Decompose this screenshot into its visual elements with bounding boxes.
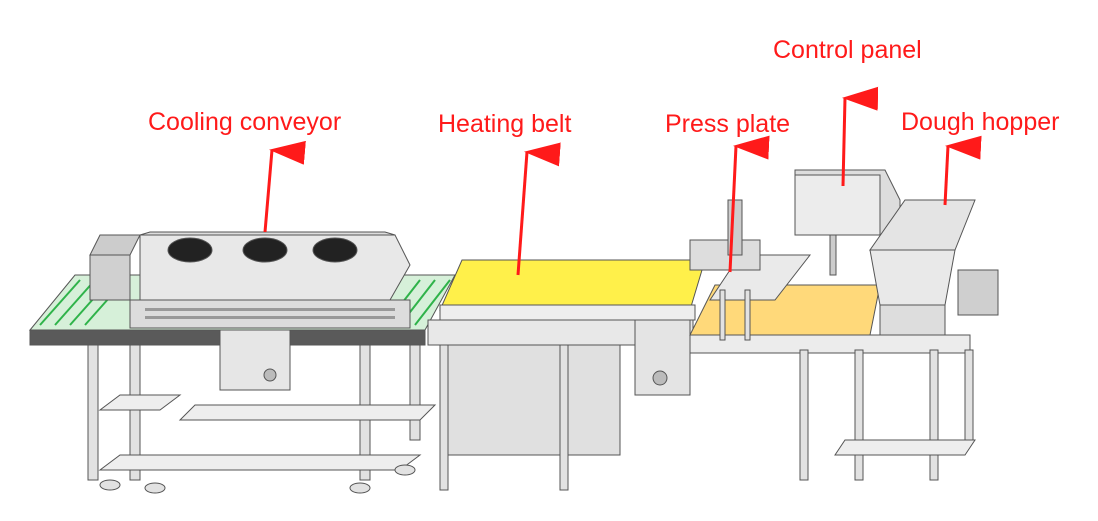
arrow-dough-hopper	[943, 135, 982, 206]
label-cooling-conveyor: Cooling conveyor	[148, 108, 342, 136]
label-press-plate: Press plate	[665, 110, 791, 138]
heating-section	[427, 259, 706, 491]
arrow-cooling-conveyor	[263, 140, 306, 233]
label-heating-belt: Heating belt	[438, 110, 572, 138]
label-dough-hopper: Dough hopper	[901, 108, 1060, 136]
arrow-press-plate	[728, 135, 770, 273]
arrow-control-panel	[841, 86, 879, 187]
label-control-panel: Control panel	[773, 36, 922, 64]
arrow-heating-belt	[516, 142, 561, 276]
cooling-hood	[89, 231, 411, 329]
cooling-conveyor-frame	[87, 339, 437, 494]
press-dough-section	[689, 199, 976, 481]
label-arrows	[263, 86, 982, 276]
dough-hopper-body	[869, 199, 999, 336]
